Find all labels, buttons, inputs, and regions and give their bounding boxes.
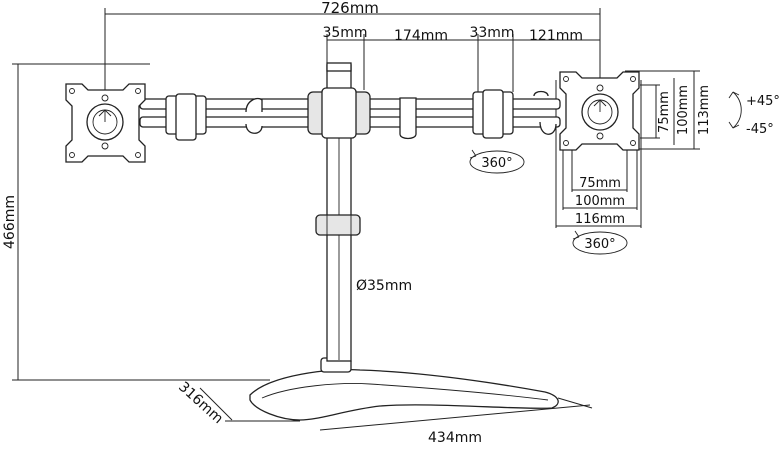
base-depth-label: 316mm <box>175 379 226 427</box>
tilt-up-label: +45° <box>746 94 779 109</box>
base-width-label: 434mm <box>428 430 482 446</box>
overall-width-label: 726mm <box>321 0 379 17</box>
arm-section-d-label: 121mm <box>529 28 583 44</box>
support-arms <box>139 87 561 141</box>
vesa-100-horizontal-label: 100mm <box>575 194 625 209</box>
arm-swivel-icon <box>469 149 525 174</box>
height-label: 466mm <box>2 195 18 249</box>
arm-section-a-label: 35mm <box>322 25 367 41</box>
vesa-75-vertical-label: 75mm <box>657 91 672 133</box>
left-vesa-plate <box>65 83 146 163</box>
plate-rotate-icon <box>572 230 628 255</box>
arm-section-c-label: 33mm <box>469 25 514 41</box>
plate-horizontal-label: 116mm <box>575 212 625 227</box>
stand-pole <box>315 62 361 362</box>
vesa-100-vertical-label: 100mm <box>676 85 691 135</box>
vesa-75-horizontal-label: 75mm <box>579 176 621 191</box>
stand-base <box>249 357 559 421</box>
pole-diameter-label: Ø35mm <box>356 278 412 294</box>
arm-swivel-label: 360° <box>481 156 512 171</box>
plate-vertical-label: 113mm <box>697 85 712 135</box>
dimension-lines <box>12 8 700 431</box>
plate-rotate-label: 360° <box>584 237 615 252</box>
tilt-down-label: -45° <box>746 122 774 137</box>
tilt-icon <box>728 91 742 129</box>
arm-section-b-label: 174mm <box>394 28 448 44</box>
right-vesa-plate <box>559 71 640 151</box>
